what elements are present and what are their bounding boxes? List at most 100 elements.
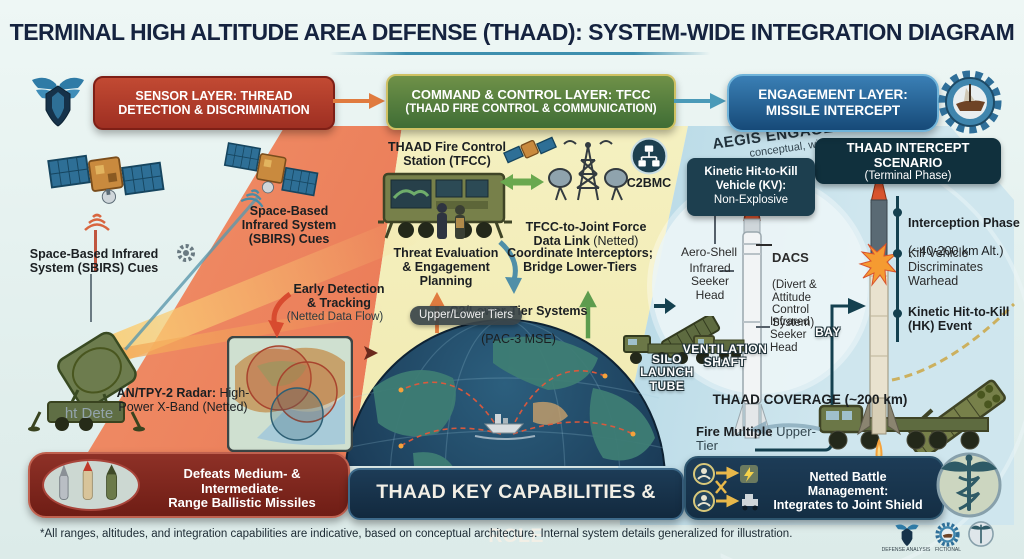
flow-arrow-teal (494, 240, 526, 296)
title-underline (330, 52, 710, 55)
data-link-bold: TFCC-to-Joint Force Data Link (525, 220, 647, 248)
early-detection-sub-label: (Netted Data Flow) (286, 311, 384, 323)
sensor-layer-pill: SENSOR LAYER: THREAD DETECTION & DISCRIM… (93, 76, 335, 130)
thaad-coverage-label: THAAD COVERAGE (~200 km) (712, 392, 908, 407)
phase-intercept-sub: (~40-200 km Alt.) (908, 244, 1004, 258)
defeats-banner-label: Defeats Medium- & Intermediate- Range Ba… (168, 466, 316, 511)
thaad-launcher-truck-icon (812, 376, 1018, 452)
tiers-badge: Upper/Lower Tiers (410, 306, 522, 325)
footer-note: *All ranges, altitudes, and integration … (40, 528, 793, 540)
arrow-sensor-to-c2 (333, 92, 385, 110)
kv-box-title: Kinetic Hit-to-Kill Vehicle (KV): (704, 166, 798, 193)
coordinate-label: Coordinate Interceptors; Bridge Lower-Ti… (507, 246, 653, 274)
downlink-line-gray (90, 274, 92, 322)
bay-label: BAY (815, 325, 841, 339)
faded-text: ht Dete (64, 405, 114, 422)
phase-dot-2 (893, 249, 902, 258)
footer-logo-defense (886, 521, 928, 547)
signal-waves-icon-right (237, 181, 270, 211)
ir-seeker-right-label: Infrared Seeker Head (770, 316, 810, 354)
ir-seeker-left-label: Infrared Seeker Head (689, 261, 731, 302)
satellite-icon-left (43, 130, 168, 221)
early-detection-arrow (266, 292, 294, 340)
footer-logo-fictional-caption: FICTIONAL (934, 547, 962, 553)
ventilation-shaft-label: VENTILATION SHAFT (682, 342, 768, 370)
gear-node-icon (176, 243, 196, 263)
engagement-layer-pill: ENGAGEMENT LAYER: MISSILE INTERCEPT (727, 74, 939, 132)
sensor-layer-label: SENSOR LAYER: THREAD DETECTION & DISCRIM… (118, 88, 310, 117)
antpy2-radar-desc: High-Power X-Band (Netted) (118, 386, 250, 414)
data-link-label: TFCC-to-Joint Force Data Link (Netted) (516, 206, 656, 248)
ir-seeker-right-pointer (756, 326, 770, 328)
antpy2-radar-label: AN/TPY-2 Radar: High-Power X-Band (Nette… (108, 372, 258, 414)
antenna-tower-icon (546, 138, 630, 206)
phase-timeline-line (896, 196, 899, 342)
up-arrow-green (578, 290, 598, 340)
c2bmc-label: C2BMC (626, 176, 672, 190)
aero-shell-pointer (714, 212, 716, 244)
gear-ship-icon (938, 70, 1002, 134)
kv-box-sub: Non-Explosive (713, 193, 789, 206)
kv-box: Kinetic Hit-to-Kill Vehicle (KV): Non-Ex… (687, 158, 815, 216)
footer-logo-defense-caption: DEFENSE ANALYSIS (881, 547, 931, 553)
eagle-logo (26, 70, 90, 128)
threat-eval-label: Threat Evaluation & Engagement Planning (393, 246, 499, 288)
lower-tier-sub: (PAC-3 MSE) (481, 332, 556, 346)
tfcc-station-label: THAAD Fire Control Station (TFCC) (387, 140, 507, 168)
sbirs-left-label: Space-Based Infrared System (SBIRS) Cues (29, 247, 159, 275)
satellite-icon-right (217, 130, 325, 210)
dacs-name: DACS (772, 249, 809, 265)
tiers-badge-label: Upper/Lower Tiers (419, 309, 513, 321)
command-truck-icon (690, 330, 750, 362)
aero-shell-label: Aero-Shell (680, 245, 738, 259)
key-role-banner: THAAD KEY CAPABILITIES & ROLE (348, 468, 684, 547)
intercept-scenario-title: THAAD INTERCEPT SCENARIO (846, 140, 970, 170)
fire-direction-arrow (748, 420, 820, 438)
netted-icons (693, 463, 758, 512)
launcher-truck-icon-small (616, 316, 738, 368)
c2-layer-label-line2: (THAAD FIRE CONTROL & COMMUNICATION) (405, 102, 657, 115)
fire-tier: Upper-Tier (696, 423, 816, 454)
engagement-layer-label: ENGAGEMENT LAYER: MISSILE INTERCEPT (758, 87, 908, 118)
defeats-banner: Defeats Medium- & Intermediate- Range Ba… (28, 452, 350, 518)
arrow-c2-to-engagement (674, 92, 726, 110)
phase-intercept-label: Interception Phase (~40-200 km Alt.) (908, 202, 1020, 258)
phase-dot-3 (893, 309, 902, 318)
missiles-oval (42, 459, 140, 511)
map-pointer-icon (358, 346, 378, 360)
page-title: TERMINAL HIGH ALTITUDE AREA DEFENSE (THA… (9, 19, 1015, 45)
double-arrow-green (500, 172, 544, 192)
dacs-desc: (Divert & Attitude Control System) (772, 278, 817, 330)
antpy2-radar-name: AN/TPY-2 Radar: (116, 386, 216, 400)
ship-icon (474, 414, 536, 440)
kv-left-arrow (654, 298, 676, 314)
phase-hit-label: Kinetic Hit-to-Kill (HK) Event (908, 305, 1010, 333)
netted-banner-label: Netted Battle Management: Integrates to … (773, 470, 923, 512)
silo-launch-tube-label: SILO LAUNCH TUBE (640, 352, 694, 393)
footer-logo-emblem (966, 520, 996, 548)
coverage-map (227, 336, 353, 452)
sbirs-right-label: Space-Based Infrared System (SBIRS) Cues (241, 204, 337, 246)
tfcc-trailer-icon (378, 168, 516, 250)
data-link-note: (Netted) (593, 234, 639, 248)
c2-layer-label-line1: COMMAND & CONTROL LAYER: TFCC (411, 86, 651, 102)
key-role-label: THAAD KEY CAPABILITIES & ROLE (376, 481, 656, 547)
netted-banner: Netted Battle Management: Integrates to … (684, 456, 944, 520)
missiles-icon (59, 461, 118, 500)
phase-intercept-title: Interception Phase (908, 216, 1020, 230)
fire-multiple: Fire Multiple (696, 423, 773, 439)
downlink-line-red (94, 230, 97, 272)
footer-logo-fictional (934, 522, 961, 547)
target-missile-icon (854, 166, 904, 472)
caduceus-emblem (933, 449, 1005, 521)
phase-dot-1 (893, 208, 902, 217)
dacs-pointer (756, 244, 772, 246)
signal-waves-icon-left (82, 208, 112, 234)
intercept-scenario-box: THAAD INTERCEPT SCENARIO (Terminal Phase… (815, 138, 1001, 184)
antpy2-radar-icon (26, 328, 158, 436)
early-detection-label: Early Detection & Tracking (293, 282, 385, 310)
mini-satellite-icon (498, 121, 562, 179)
ir-seeker-left-pointer (720, 270, 734, 272)
c2-layer-pill: COMMAND & CONTROL LAYER: TFCC (THAAD FIR… (386, 74, 676, 130)
